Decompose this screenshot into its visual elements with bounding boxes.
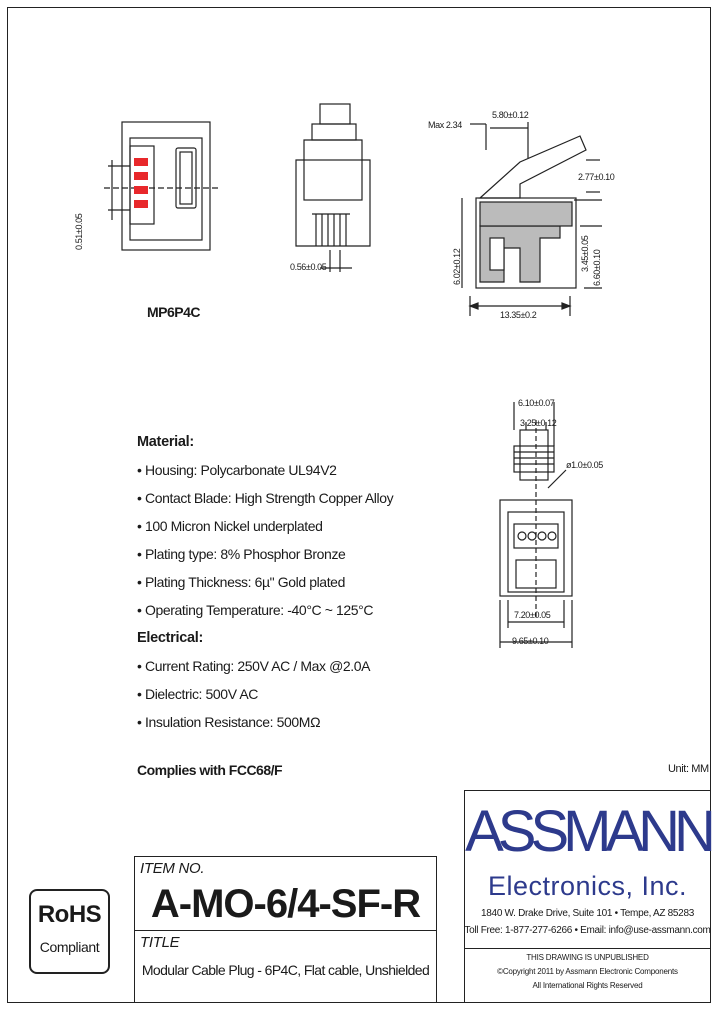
dim-outer-width: 9.65±0.10 bbox=[512, 636, 549, 646]
company-block bbox=[464, 790, 711, 1003]
item-block bbox=[134, 856, 437, 1003]
material-item: • Operating Temperature: -40°C ~ 125°C bbox=[137, 602, 374, 618]
spec-list: Material: • Housing: Polycarbonate UL94V… bbox=[137, 428, 394, 736]
dim-width-b: 3.25±0.12 bbox=[520, 418, 557, 428]
dim-length: 13.35±0.2 bbox=[500, 310, 537, 320]
rohs-text: RoHS bbox=[37, 901, 102, 928]
divider bbox=[464, 948, 711, 949]
side-view bbox=[295, 103, 371, 272]
company-logo: ASSMANN bbox=[465, 799, 716, 864]
dim-contact-pitch: 0.51±0.05 bbox=[74, 213, 84, 250]
copyright: ©Copyright 2011 by Assmann Electronic Co… bbox=[497, 967, 678, 976]
electrical-heading: Electrical: bbox=[137, 630, 204, 646]
material-item: • Housing: Polycarbonate UL94V2 bbox=[137, 462, 337, 478]
dim-body-height: 6.02±0.12 bbox=[452, 248, 462, 285]
contact-blades bbox=[134, 158, 148, 208]
material-item: • Contact Blade: High Strength Copper Al… bbox=[137, 490, 394, 506]
dim-overall-height: 6.60±0.10 bbox=[592, 249, 602, 286]
dim-width-a: 6.10±0.07 bbox=[518, 398, 555, 408]
dim-latch-width: 5.80±0.12 bbox=[492, 110, 529, 120]
material-item: • Plating type: 8% Phosphor Bronze bbox=[137, 546, 346, 562]
bottom-view bbox=[499, 402, 573, 648]
dim-latch-height: 2.77±0.10 bbox=[578, 172, 615, 182]
material-item: • 100 Micron Nickel underplated bbox=[137, 518, 323, 534]
rights: All International Rights Reserved bbox=[532, 981, 643, 990]
compliance-note: Complies with FCC68/F bbox=[137, 762, 283, 778]
company-subtitle: Electronics, Inc. bbox=[487, 871, 688, 901]
dim-inner-width: 7.20±0.05 bbox=[514, 610, 551, 620]
item-number: A-MO-6/4-SF-R bbox=[150, 882, 421, 926]
section-view bbox=[461, 122, 602, 316]
dim-hole: ø1.0±0.05 bbox=[566, 460, 603, 470]
title-label: TITLE bbox=[140, 934, 180, 951]
notice: THIS DRAWING IS UNPUBLISHED bbox=[526, 953, 649, 962]
dim-blade-width: 0.56±0.05 bbox=[290, 262, 327, 272]
material-item: • Plating Thickness: 6µ" Gold plated bbox=[137, 574, 345, 590]
item-no-label: ITEM NO. bbox=[140, 860, 205, 877]
company-address: 1840 W. Drake Drive, Suite 101 • Tempe, … bbox=[481, 908, 694, 919]
electrical-item: • Current Rating: 250V AC / Max @2.0A bbox=[137, 658, 371, 674]
dim-contact-height: 3.45±0.05 bbox=[580, 235, 590, 272]
front-view bbox=[104, 121, 220, 251]
company-contact: Toll Free: 1-877-277-6266 • Email: info@… bbox=[464, 925, 711, 936]
rohs-badge: RoHS Compliant bbox=[29, 889, 110, 974]
front-view-label: MP6P4C bbox=[147, 304, 201, 320]
material-heading: Material: bbox=[137, 434, 194, 450]
product-title: Modular Cable Plug - 6P4C, Flat cable, U… bbox=[141, 962, 430, 978]
electrical-item: • Insulation Resistance: 500MΩ bbox=[137, 714, 321, 730]
rohs-compliant-text: Compliant bbox=[39, 939, 100, 955]
electrical-item: • Dielectric: 500V AC bbox=[137, 686, 258, 702]
unit-note: Unit: MM bbox=[668, 763, 709, 775]
divider bbox=[134, 930, 437, 931]
dim-max-height: Max 2.34 bbox=[428, 120, 462, 130]
